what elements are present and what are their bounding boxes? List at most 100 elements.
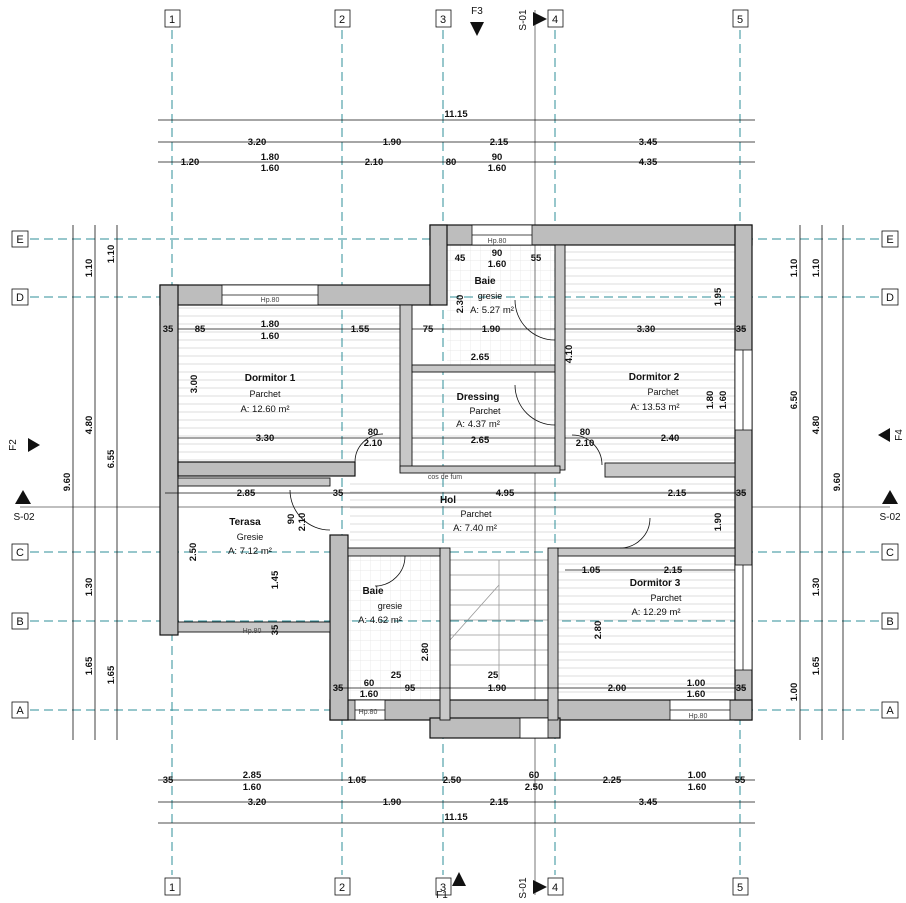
dim-right-axis: 1.30 xyxy=(811,578,822,597)
room-area: A: 13.53 m² xyxy=(630,402,679,413)
dim-interior: 90 xyxy=(286,514,297,525)
dim-bottom-axis: 3.45 xyxy=(639,797,658,808)
room-dormitor-3: Dormitor 3 Parchet A: 12.29 m² xyxy=(630,578,682,618)
floor-hol xyxy=(350,478,735,548)
dim-interior: 80 xyxy=(368,427,379,438)
dim-interior: 1.80 xyxy=(261,319,280,330)
dim-bottom-axis: 1.90 xyxy=(383,797,402,808)
windows xyxy=(221,224,753,739)
room-area: A: 4.62 m² xyxy=(358,615,402,626)
section-label-s01: S-01 xyxy=(518,877,529,899)
grid-bubbles xyxy=(11,9,899,896)
dim-interior: 1.90 xyxy=(482,324,501,335)
window-label: Hp.80 xyxy=(689,713,708,720)
dim-right-axis: 1.65 xyxy=(811,656,822,675)
room-floor: gresie xyxy=(378,601,403,611)
dim-top-detail: 1.60 xyxy=(261,163,280,174)
room-baie-2: Baie gresie A: 4.62 m² xyxy=(358,586,402,626)
room-area: A: 4.37 m² xyxy=(456,419,500,430)
dim-interior: 2.65 xyxy=(471,352,490,363)
dim-interior: 35 xyxy=(736,324,747,335)
dim-bottom-detail: 60 xyxy=(529,770,540,781)
grid-column-label: 2 xyxy=(339,14,345,26)
dim-interior: 1.60 xyxy=(718,391,729,410)
dim-left-axis: 1.65 xyxy=(84,656,95,675)
floor-dormitor-3 xyxy=(558,556,735,700)
grid-row-label: A xyxy=(886,705,894,717)
dim-interior: 35 xyxy=(736,683,747,694)
dim-bottom-detail: 55 xyxy=(735,775,746,786)
arrow-down-icon xyxy=(470,22,484,36)
grid-column-label: 4 xyxy=(552,14,558,26)
room-area: A: 12.60 m² xyxy=(240,404,289,415)
dim-interior: 2.15 xyxy=(668,488,687,499)
dim-right-axis: 1.10 xyxy=(811,259,822,278)
dim-interior: 1.55 xyxy=(351,324,370,335)
room-dressing: Dressing Parchet A: 4.37 m² xyxy=(456,392,501,430)
dim-interior: 90 xyxy=(492,248,503,259)
dim-interior: 2.40 xyxy=(661,433,680,444)
dim-interior: 1.60 xyxy=(360,689,379,700)
dim-interior: 3.00 xyxy=(189,375,200,394)
dim-interior: 25 xyxy=(391,670,402,681)
dim-top-detail: 1.20 xyxy=(181,157,200,168)
dim-bottom-axis: 2.15 xyxy=(490,797,509,808)
dim-top-detail: 4.35 xyxy=(639,157,658,168)
dim-bottom-detail: 2.50 xyxy=(443,775,462,786)
grid-row-label: E xyxy=(886,234,893,246)
floor-baie-2 xyxy=(348,556,440,700)
dim-interior: 1.60 xyxy=(687,689,706,700)
dim-bottom-axis: 3.20 xyxy=(248,797,267,808)
grid-row-label: B xyxy=(886,616,893,628)
arrow-right-icon xyxy=(28,438,40,452)
section-label-s02: S-02 xyxy=(13,512,35,523)
dim-interior: 2.10 xyxy=(576,438,595,449)
dim-bottom-detail: 1.00 xyxy=(688,770,707,781)
dim-interior: 1.90 xyxy=(488,683,507,694)
dim-interior: 2.85 xyxy=(237,488,256,499)
grid-row-label: D xyxy=(886,292,894,304)
dim-bottom-detail: 35 xyxy=(163,775,174,786)
dim-interior: 1.60 xyxy=(261,331,280,342)
room-area: A: 5.27 m² xyxy=(470,305,514,316)
dim-top-detail: 1.80 xyxy=(261,152,280,163)
room-dormitor-2: Dormitor 2 Parchet A: 13.53 m² xyxy=(629,372,680,413)
dim-top-axis: 1.90 xyxy=(383,137,402,148)
room-floor: Parchet xyxy=(647,387,679,397)
grid-column-label: 3 xyxy=(440,14,446,26)
dim-top-axis: 2.15 xyxy=(490,137,509,148)
dim-interior: 95 xyxy=(405,683,416,694)
room-name: Baie xyxy=(362,586,384,597)
dim-bottom-detail: 2.85 xyxy=(243,770,262,781)
arrow-left-icon xyxy=(878,428,890,442)
window-label: Hp.80 xyxy=(243,628,262,635)
dim-interior: 45 xyxy=(455,253,466,264)
room-floor: Parchet xyxy=(249,389,281,399)
dim-bottom-detail: 1.60 xyxy=(688,782,707,793)
dim-left-mid: 1.10 xyxy=(106,245,117,264)
dim-interior: 2.10 xyxy=(364,438,383,449)
window-label: Hp.80 xyxy=(488,238,507,245)
window-label: Hp.80 xyxy=(261,297,280,304)
room-floor: Parchet xyxy=(469,406,501,416)
dim-left-axis: 1.10 xyxy=(84,259,95,278)
dimension-lines xyxy=(72,119,844,824)
door-swings xyxy=(289,299,651,587)
dim-top-detail: 1.60 xyxy=(488,163,507,174)
section-label-s01: S-01 xyxy=(518,9,529,31)
arrow-up-icon xyxy=(452,872,466,886)
section-label-s02: S-02 xyxy=(879,512,901,523)
dim-interior: 1.05 xyxy=(582,565,601,576)
grid-row-label: B xyxy=(16,616,23,628)
room-floor: Parchet xyxy=(650,593,682,603)
grid-column-label: 2 xyxy=(339,882,345,894)
dim-interior: 4.95 xyxy=(496,488,515,499)
room-name: Terasa xyxy=(229,517,261,528)
room-floor: gresie xyxy=(478,291,503,301)
dim-interior: 4.10 xyxy=(564,345,575,364)
dim-interior: 35 xyxy=(163,324,174,335)
grid-column-label: 1 xyxy=(169,882,175,894)
arrow-right-icon xyxy=(533,880,547,894)
floor-dormitor-2 xyxy=(565,245,735,465)
